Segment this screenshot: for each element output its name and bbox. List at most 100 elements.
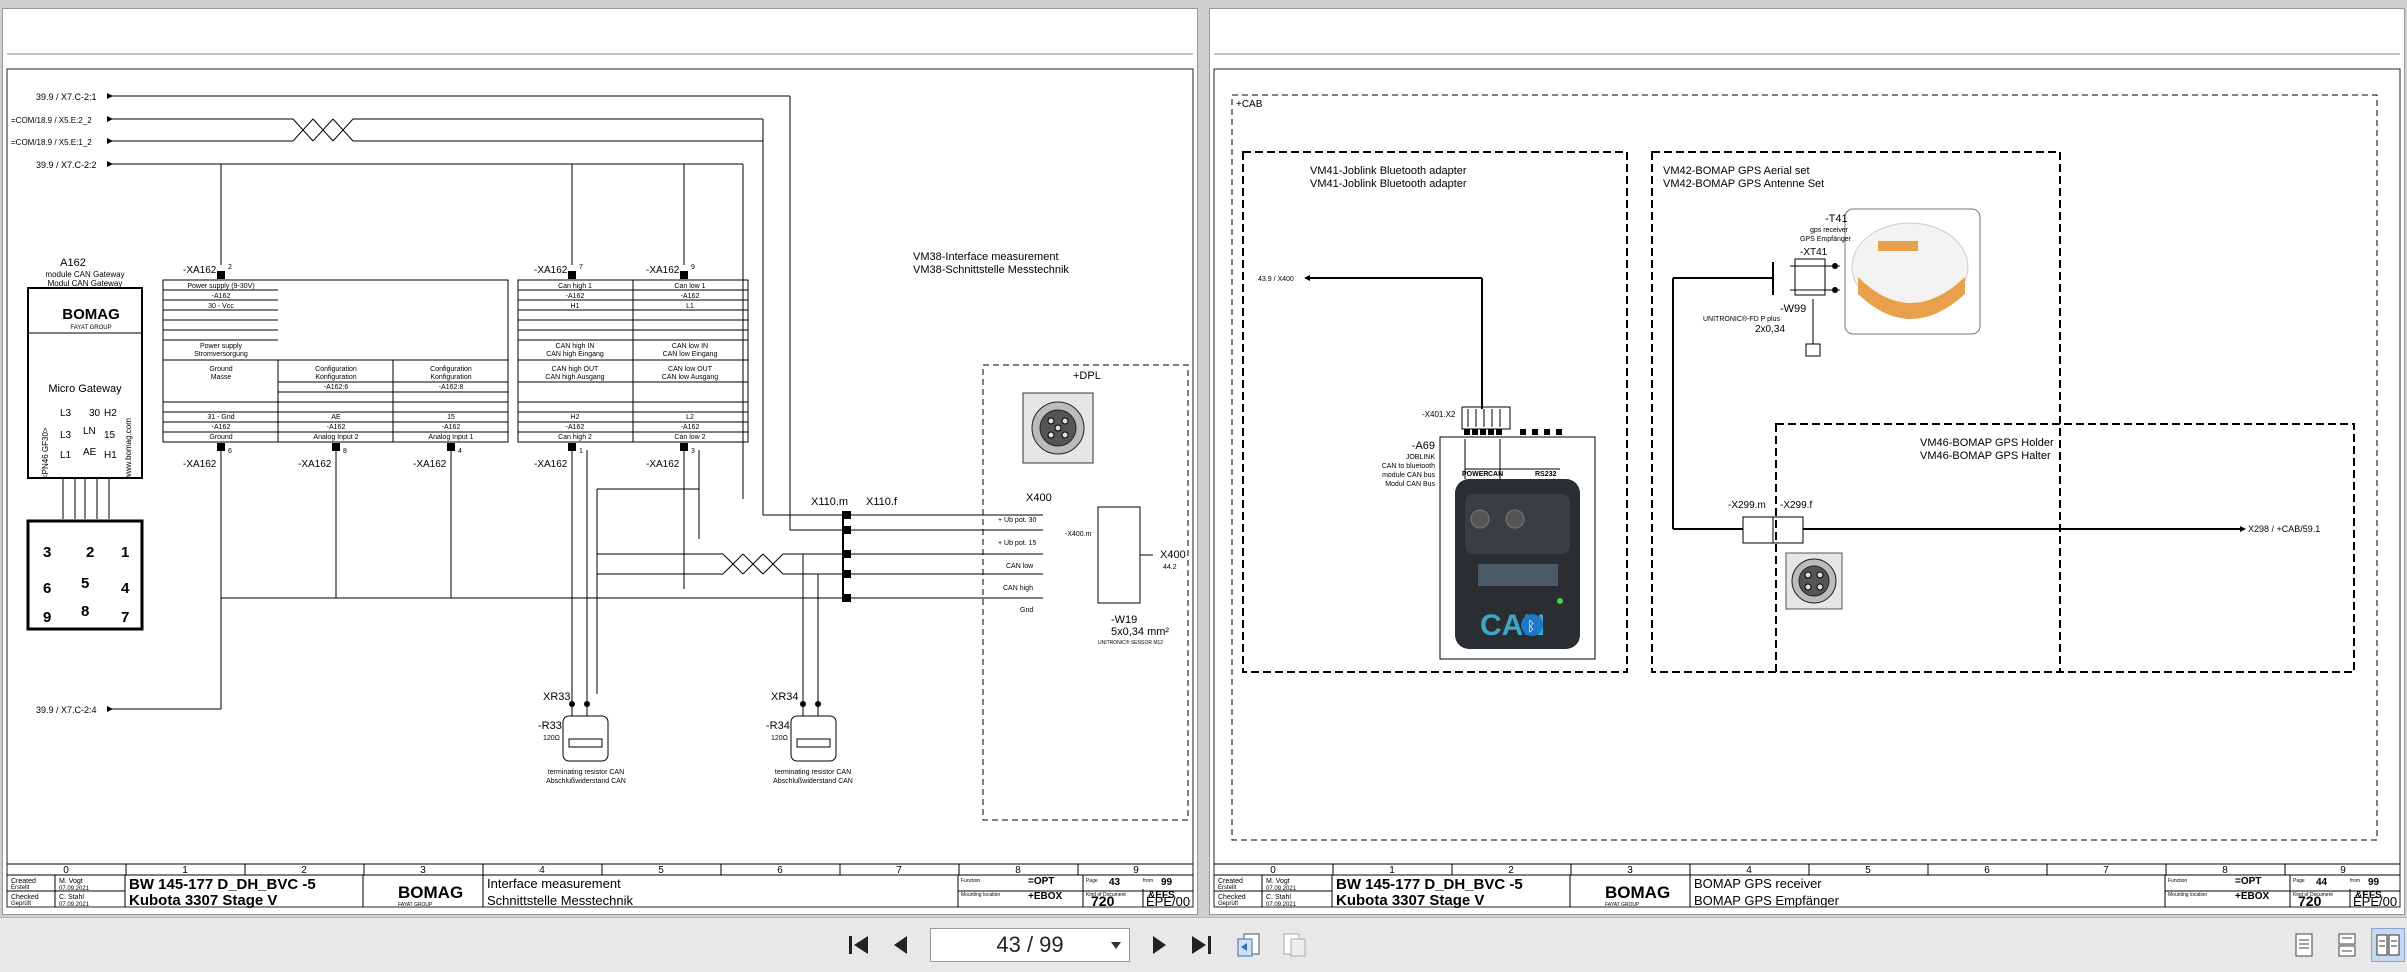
column-7: 7 [896, 865, 902, 876]
r33-label: -R33 [538, 720, 562, 732]
tb-engine: Kubota 3307 Stage V [1336, 892, 1484, 909]
two-page-view-button[interactable] [2371, 928, 2405, 962]
xr34-label: XR34 [771, 691, 799, 703]
bluetooth-icon: ᛒ [1527, 618, 1535, 634]
continuous-pages-icon [2338, 933, 2356, 957]
gateway-pin-1: 1 [121, 544, 129, 561]
vm46-title-de: VM46-BOMAP GPS Halter [1920, 450, 2051, 462]
tb-doc-number: 720 [2298, 893, 2322, 909]
first-page-button[interactable] [842, 928, 876, 962]
dpl-label: +DPL [1073, 370, 1101, 382]
rotate-back-button[interactable] [1232, 928, 1266, 962]
connector-xa162-bot-4: -XA162 [534, 459, 568, 470]
continuous-view-button[interactable] [2330, 928, 2364, 962]
column-0: 0 [63, 865, 69, 876]
gateway-label-l1: L1 [60, 450, 72, 461]
t2-h3: H1 [571, 303, 580, 310]
t2-h2: -A162 [566, 293, 585, 300]
column-9: 9 [2340, 865, 2346, 876]
tb-checked-date: 07.09.2021 [59, 902, 90, 908]
connector-xa162-top-2-pin: 7 [579, 264, 583, 271]
a69-label: -A69 [1412, 440, 1435, 452]
rotate-forward-button[interactable] [1278, 928, 1312, 962]
tb-kind-label: Kind of Document [1086, 892, 1126, 898]
tb-model: BW 145-177 D_DH_BVC -5 [1336, 876, 1523, 893]
column-0: 0 [1270, 865, 1276, 876]
connector-xa162-bot-5: -XA162 [646, 459, 680, 470]
tb-brand: BOMAG [1605, 883, 1670, 902]
gateway-pin-5: 5 [81, 575, 89, 592]
connector-xa162-top-1: -XA162 [183, 265, 217, 276]
x299f-label: -X299.f [1780, 500, 1812, 511]
t1-r5: Stromversorgung [194, 351, 248, 358]
gateway-pin-9: 9 [43, 609, 51, 626]
w19-spec: 5x0,34 mm² [1111, 626, 1169, 638]
t1-c2: Konfiguration [315, 374, 356, 381]
connector-xa162-bot-2-pin: 8 [343, 448, 347, 455]
column-5: 5 [658, 865, 664, 876]
x299m-label: -X299.m [1728, 500, 1766, 511]
last-page-button[interactable] [1184, 928, 1218, 962]
tb-created-label-de: Erstellt [1218, 885, 1237, 891]
gateway-brand: BOMAG [62, 306, 120, 323]
column-2: 2 [1508, 865, 1514, 876]
page-selector[interactable]: 43 / 99 [930, 928, 1130, 962]
tb-from-label: from [2350, 878, 2360, 884]
tb-mounting-value: +EBOX [2235, 891, 2270, 902]
schematic-page-44: CAN ᛒ +CAB VM41-Joblink Bluetooth adapte… [1209, 8, 2405, 915]
connector-xa162-top-1-pin: 2 [228, 264, 232, 271]
gateway-title: Micro Gateway [48, 383, 122, 395]
gateway-label-h2: H2 [104, 408, 117, 419]
column-6: 6 [777, 865, 783, 876]
a69-desc-1: JOBLINK [1406, 454, 1436, 461]
tb-desc-de: Schnittstelle Messtechnik [487, 893, 633, 908]
tb-model: BW 145-177 D_DH_BVC -5 [129, 876, 316, 893]
resistor-r33 [562, 715, 609, 762]
page-forward-icon [1283, 933, 1306, 957]
tb-mounting-label: Mounting location [961, 892, 1000, 898]
r34-value: 120Ω [771, 735, 788, 742]
skip-last-icon [1192, 936, 1211, 954]
r33-desc-en: terminating resistor CAN [548, 769, 624, 776]
viewer-toolbar: 43 / 99 [0, 917, 2407, 972]
t2-l8: L2 [686, 414, 694, 421]
t2-l4: CAN low IN [672, 343, 708, 350]
tb-page-label: Page [1086, 878, 1098, 884]
page-return-icon [1237, 933, 1260, 957]
x400-row-c: CAN low [1006, 563, 1034, 570]
t1-g5: Ground [209, 434, 232, 441]
tb-engine: Kubota 3307 Stage V [129, 892, 277, 909]
gateway-pin-2: 2 [86, 544, 94, 561]
r33-desc-de: Abschlußwiderstand CAN [546, 778, 626, 785]
gateway-label-l3b: L3 [60, 430, 72, 441]
schematic-page-43: 39.9 / X7.C-2:1 =COM/18.9 / X5.E:2_2 =CO… [2, 8, 1198, 915]
tb-kind-label: Kind of Document [2293, 892, 2333, 898]
t2-l9: -A162 [681, 424, 700, 431]
connector-xa162-bot-1: -XA162 [183, 459, 217, 470]
tb-function-value: =OPT [2235, 876, 2261, 887]
t1-c4: AE [331, 414, 341, 421]
w99-label: -W99 [1780, 303, 1806, 315]
x110f-label: X110.f [866, 496, 898, 508]
single-page-icon [2295, 933, 2313, 957]
gateway-label-h1: H1 [104, 450, 117, 461]
x110m-label: X110.m [811, 496, 848, 508]
tb-doc-number: 720 [1091, 893, 1115, 909]
tb-doc-code: EPE/00 [2353, 894, 2397, 909]
connector-xa162-top-2: -XA162 [534, 265, 568, 276]
t2-l10: Can low 2 [674, 434, 705, 441]
next-page-button[interactable] [1142, 928, 1176, 962]
vm42-title-de: VM42-BOMAP GPS Antenne Set [1663, 178, 1824, 190]
tb-from-value: 99 [1161, 877, 1173, 888]
x400-right-sub: 44.2 [1163, 564, 1177, 571]
t1-g2: Masse [211, 374, 232, 381]
triangle-right-icon [1153, 936, 1166, 954]
a69-desc-4: Modul CAN Bus [1385, 481, 1435, 488]
tb-page-value: 43 [1109, 877, 1121, 888]
single-page-view-button[interactable] [2287, 928, 2321, 962]
r34-label: -R34 [766, 720, 790, 732]
x400-label: X400 [1026, 492, 1052, 504]
previous-page-button[interactable] [884, 928, 918, 962]
t1-d5: -A162 [442, 424, 461, 431]
gateway-label-ae: AE [83, 447, 97, 458]
